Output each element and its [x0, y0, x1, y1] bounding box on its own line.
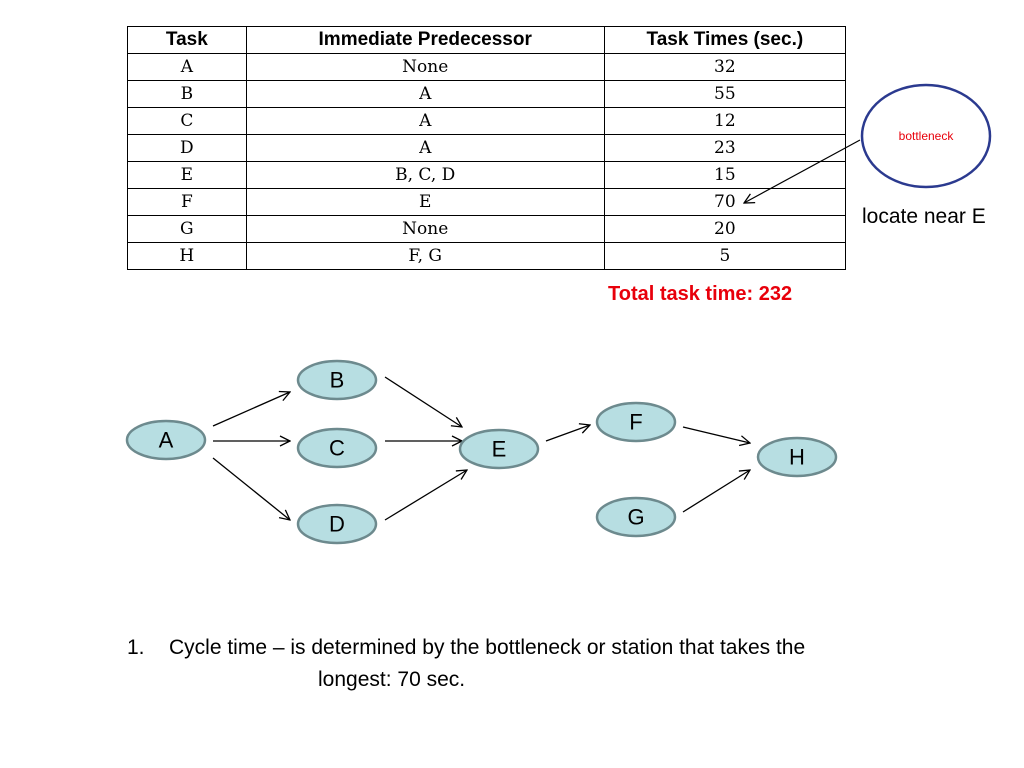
cell-time: 55 [603, 80, 847, 108]
callout-circle [860, 83, 992, 189]
edge-b-e [384, 376, 462, 427]
callout-label: locate near E [862, 205, 986, 228]
node-b: B [296, 359, 378, 401]
node-label: E [492, 437, 507, 462]
cell-task: G [127, 215, 247, 243]
cell-task: A [127, 53, 247, 81]
diagram-edges [212, 376, 750, 521]
edge-g-h [682, 470, 750, 513]
node-label: G [627, 505, 644, 530]
cell-task: H [127, 242, 247, 270]
edge-f-h [682, 426, 750, 443]
note-number: 1. [127, 636, 145, 659]
cell-predecessor: F, G [245, 242, 605, 270]
cell-task: B [127, 80, 247, 108]
diagram-nodes: A B C D E F G H [125, 359, 838, 545]
edge-a-b [212, 392, 290, 427]
cell-task: C [127, 107, 247, 135]
cell-predecessor: B, C, D [245, 161, 605, 189]
note-line-1: Cycle time – is determined by the bottle… [169, 636, 806, 659]
node-h: H [756, 436, 838, 478]
cell-task: D [127, 134, 247, 162]
cell-predecessor: A [245, 107, 605, 135]
cell-time: 32 [603, 53, 847, 81]
cell-predecessor: A [245, 134, 605, 162]
node-g: G [595, 496, 677, 538]
cell-time: 23 [603, 134, 847, 162]
cell-time: 12 [603, 107, 847, 135]
cell-time: 5 [603, 242, 847, 270]
node-label: A [159, 428, 174, 453]
node-label: C [329, 436, 345, 461]
node-a: A [125, 419, 207, 461]
header-task: Task [127, 26, 247, 54]
node-label: F [629, 410, 642, 435]
task-table: Task Immediate Predecessor Task Times (s… [127, 26, 847, 270]
table-header-row: Task Immediate Predecessor Task Times (s… [127, 26, 847, 54]
note-line-2: longest: 70 sec. [318, 668, 466, 691]
node-d: D [296, 503, 378, 545]
callout-arrow [744, 139, 861, 203]
node-label: D [329, 512, 345, 537]
edge-a-d [212, 457, 290, 520]
node-label: B [330, 368, 345, 393]
header-predecessor: Immediate Predecessor [245, 26, 605, 54]
node-e: E [458, 428, 540, 470]
node-f: F [595, 401, 677, 443]
node-label: H [789, 445, 805, 470]
node-c: C [296, 427, 378, 469]
edge-e-f [545, 425, 590, 442]
callout-circle-text: bottleneck [899, 129, 955, 143]
edge-d-e [384, 470, 467, 521]
total-task-time: Total task time: 232 [608, 283, 793, 305]
bottleneck-callout: bottleneck [744, 83, 992, 203]
cell-predecessor: A [245, 80, 605, 108]
